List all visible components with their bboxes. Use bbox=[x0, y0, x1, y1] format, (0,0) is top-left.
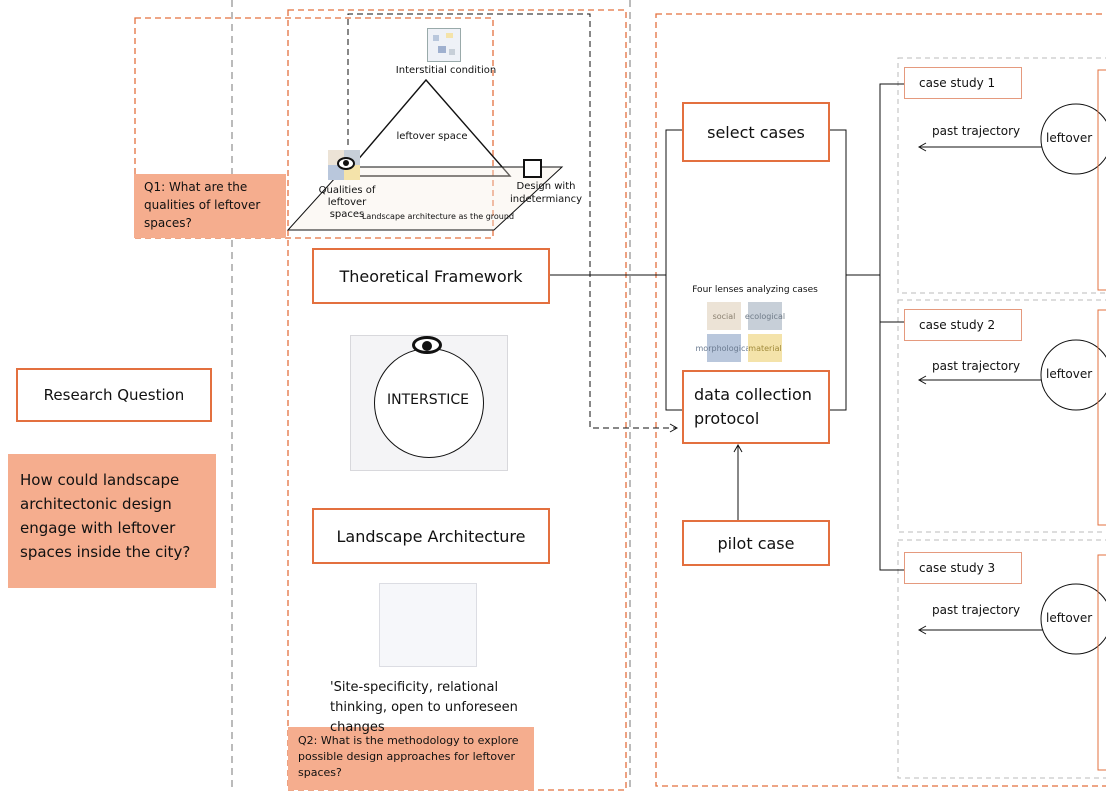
lens-material: material bbox=[748, 334, 782, 362]
leftover-circle-3: leftover bbox=[1046, 611, 1093, 625]
interstice-label: INTERSTICE bbox=[387, 392, 469, 408]
landscape-architecture-box: Landscape Architecture bbox=[312, 508, 550, 564]
q2-text: Q2: What is the methodology to explore p… bbox=[298, 734, 519, 779]
leftover-space-label: leftover space bbox=[396, 131, 468, 142]
site-image-placeholder bbox=[379, 583, 477, 667]
theoretical-framework-box: Theoretical Framework bbox=[312, 248, 550, 304]
lens-ecological: ecological bbox=[744, 302, 786, 330]
case-study-1-box: case study 1 bbox=[904, 67, 1022, 99]
ground-label: Landscape architecture as the ground bbox=[361, 212, 515, 221]
q1-box: Q1: What are the qualities of leftover s… bbox=[134, 174, 286, 238]
leftover-circle-1: leftover bbox=[1046, 131, 1093, 145]
lens-material-label: material bbox=[748, 343, 782, 353]
past-trajectory-2: past trajectory bbox=[932, 359, 1021, 373]
data-collection-box: data collection protocol bbox=[682, 370, 830, 444]
eye-icon bbox=[337, 157, 355, 170]
q1-text: Q1: What are the qualities of leftover s… bbox=[144, 180, 261, 230]
lens-morphological-label: morphological bbox=[695, 343, 753, 353]
case-study-3-box: case study 3 bbox=[904, 552, 1022, 584]
four-lenses-title: Four lenses analyzing cases bbox=[692, 285, 818, 295]
lens-morphological: morphological bbox=[696, 334, 752, 362]
site-quote: 'Site-specificity, relational thinking, … bbox=[330, 680, 518, 735]
research-question-box: Research Question bbox=[16, 368, 212, 422]
qualities-label: Qualities of leftover spaces bbox=[318, 185, 376, 220]
q2-box: Q2: What is the methodology to explore p… bbox=[288, 727, 534, 790]
main-question-box: How could landscape architectonic design… bbox=[8, 454, 216, 588]
past-trajectory-1: past trajectory bbox=[932, 124, 1021, 138]
design-indeterminacy-label: Design with indetermiancy bbox=[509, 181, 583, 205]
lens-social-label: social bbox=[712, 311, 736, 321]
lens-ecological-label: ecological bbox=[744, 311, 786, 321]
case-study-2-box: case study 2 bbox=[904, 309, 1022, 341]
leftover-circle-2: leftover bbox=[1046, 367, 1093, 381]
main-question-text: How could landscape architectonic design… bbox=[20, 471, 191, 561]
past-trajectory-3: past trajectory bbox=[932, 603, 1021, 617]
pilot-case-box: pilot case bbox=[682, 520, 830, 566]
square-icon bbox=[523, 159, 542, 178]
data-collection-label: data collection protocol bbox=[694, 385, 812, 428]
select-cases-box: select cases bbox=[682, 102, 830, 162]
lens-social: social bbox=[707, 302, 741, 330]
interstice-ring-overlay bbox=[374, 348, 484, 458]
interstitial-condition-label: Interstitial condition bbox=[395, 65, 497, 76]
interstice-eye-icon bbox=[412, 336, 442, 354]
interstitial-condition-image bbox=[427, 28, 461, 62]
